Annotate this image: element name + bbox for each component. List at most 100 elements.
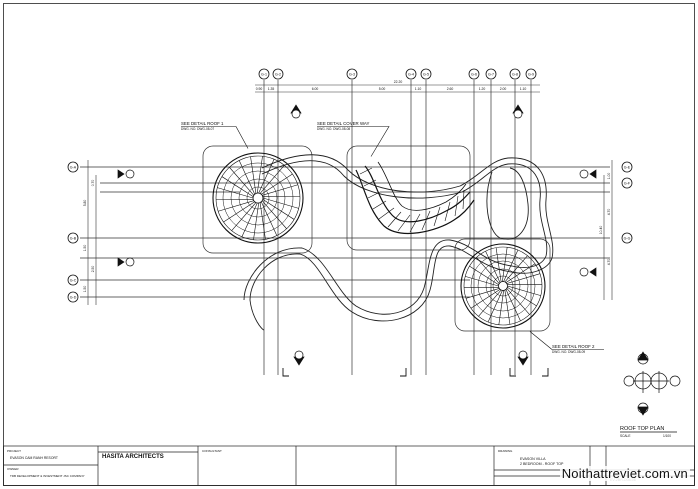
roof-rafter-line	[253, 202, 260, 240]
roof-rafter-line	[502, 247, 508, 282]
cover-way-slat	[444, 201, 451, 222]
callout-cover-way-ref: DWG. NO. DWG-08-08	[317, 127, 350, 131]
grid-label-right: G-F	[624, 181, 631, 185]
roof-rafter-line	[241, 202, 258, 237]
callout-roof-2: SEE DETAIL ROOF 2	[552, 344, 595, 349]
roof-rafter-line	[507, 285, 541, 296]
roof-rafter-line	[478, 289, 502, 317]
dim-top: 1.35	[268, 87, 275, 91]
roof-rafter-line	[465, 276, 499, 287]
grid-label-left: G-C	[70, 278, 77, 282]
grid-bubbles-right	[621, 161, 633, 244]
roof-rafter-line	[503, 249, 519, 282]
grid-label-top: G-8	[512, 72, 518, 76]
roof-1-plan	[212, 152, 304, 244]
cover-way-slat	[363, 179, 377, 187]
titleblock-owner-label: OWNER	[7, 467, 19, 471]
grid-label-left: G-A	[70, 165, 77, 169]
roof-rafter-line	[504, 255, 528, 283]
roof-rafter-line	[498, 290, 504, 325]
cover-way-slat	[462, 189, 465, 210]
roof-rafter-line	[259, 202, 266, 240]
roof-rafter-line	[505, 263, 536, 283]
grid-label-top: G-3	[349, 72, 355, 76]
dim-top: 6.00	[312, 87, 319, 91]
drawing-scale-label: SCALE	[620, 434, 630, 438]
drawing-scale-value: 1/100	[663, 434, 671, 438]
roof-rafter-line	[469, 265, 499, 285]
grid-label-top: G-4	[408, 72, 414, 76]
roof-rafter-line	[262, 184, 298, 196]
titleblock-project-name: EVASON CAM RANH RESORT	[10, 456, 58, 460]
roof-rafter-line	[231, 202, 257, 231]
roof-rafter-line	[476, 257, 500, 284]
roof-rafter-line	[218, 200, 254, 212]
cover-way-slat	[397, 214, 411, 232]
roof-rafter-line	[256, 156, 263, 194]
dimension-lines	[87, 84, 613, 305]
cover-way-slat	[367, 191, 381, 199]
roof-rafter-line	[504, 290, 511, 325]
dim-top: 5.00	[379, 87, 386, 91]
roof-rafter-line	[485, 250, 501, 283]
grid-label-left: G-D	[70, 295, 77, 299]
grid-label-top: G-5	[423, 72, 429, 76]
titleblock-drawing-label: DRAWING	[498, 449, 513, 453]
grid-label-top: G-2	[275, 72, 281, 76]
roof-rafter-line	[506, 273, 541, 284]
grid-label-right: G-G	[624, 236, 631, 240]
roof-rafter-line	[261, 201, 278, 236]
roof-rafter-line	[250, 156, 257, 194]
callout-roof-1: SEE DETAIL ROOF 1	[181, 121, 224, 126]
cover-way-slat	[421, 210, 431, 231]
dim-left: 2.50	[91, 266, 95, 273]
roof-rafter-line	[261, 200, 287, 229]
dim-right: 4.70	[607, 209, 611, 216]
section-cut-lines	[282, 368, 549, 377]
grid-bubbles-top	[258, 68, 537, 80]
roof-rafter-line	[229, 167, 255, 196]
dim-top: 1.10	[520, 87, 527, 91]
dim-left: 5.80	[83, 200, 87, 207]
section-markers	[117, 104, 597, 366]
cover-way-slat	[378, 207, 395, 220]
grid-label-top: G-1	[261, 72, 267, 76]
grid-label-right: G-E	[624, 165, 631, 169]
cover-way-slat	[454, 195, 459, 217]
roof-rafter-line	[261, 173, 293, 195]
cover-way-slat	[387, 211, 402, 228]
dim-left: 1.50	[83, 286, 87, 293]
titleblock-project-label: PROJECT	[7, 449, 21, 453]
pool-outline	[243, 154, 554, 331]
dim-right: 10.40	[599, 226, 603, 235]
dim-top: 2.60	[447, 87, 454, 91]
roof-outlines	[202, 145, 551, 332]
dim-left: 0.70	[91, 180, 95, 187]
roof-rafter-line	[262, 199, 295, 220]
roof-rafter-line	[259, 165, 285, 194]
roof-rafter-line	[487, 290, 503, 323]
dim-right: 1.00	[607, 173, 611, 180]
key-plan	[623, 351, 681, 416]
titleblock-architect-name: HASITA ARCHITECTS	[102, 454, 164, 460]
dim-top: 1.10	[415, 87, 422, 91]
vertical-grid-lines	[263, 80, 532, 375]
callout-roof-1-ref: DWG. NO. DWG-08-07	[181, 127, 214, 131]
roof-rafter-line	[507, 287, 537, 307]
dim-top: 2.00	[500, 87, 507, 91]
grid-bubbles-left	[67, 161, 79, 303]
callout-leaders	[181, 126, 604, 350]
roof-rafter-line	[506, 288, 530, 315]
callout-roof-2-ref: DWG. NO. DWG-08-09	[552, 350, 585, 354]
roof-rafter-line	[470, 289, 501, 309]
watermark: Noithattreviet.com.vn	[559, 466, 690, 481]
grid-label-top: G-9	[528, 72, 534, 76]
grid-label-top: G-6	[471, 72, 477, 76]
horizontal-grid-lines	[80, 166, 610, 298]
roof-rafter-line	[221, 176, 254, 197]
roof-rafter-line	[465, 288, 500, 299]
titleblock-drawing-title-1: EVASON VILLA	[520, 457, 546, 461]
roof-rafter-line	[495, 247, 502, 282]
roof-rafter-line	[238, 160, 255, 195]
roof-rafter-line	[505, 289, 521, 322]
